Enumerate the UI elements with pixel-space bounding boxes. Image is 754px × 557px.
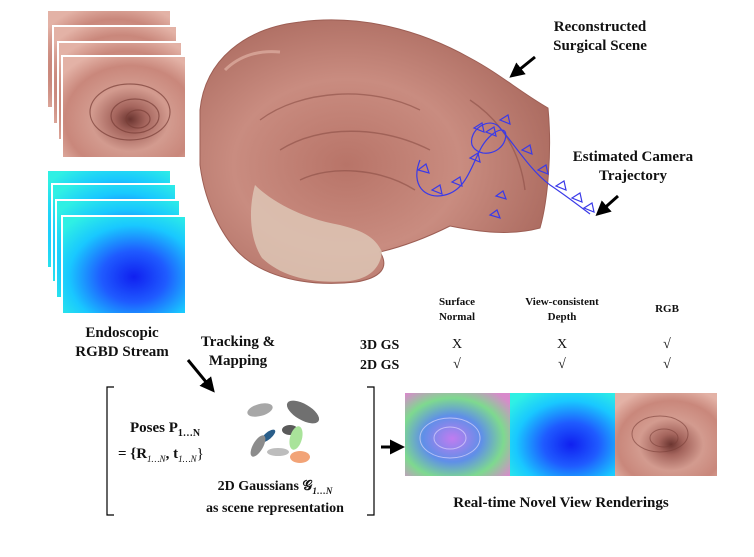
row-2dgs-rgb: √ xyxy=(663,357,671,372)
header-depth: View-consistent Depth xyxy=(507,295,617,325)
poses-eq-sub2: 1…N xyxy=(178,454,197,464)
row-3dgs-normal: X xyxy=(451,337,463,352)
trajectory-label-line1: Estimated Camera xyxy=(572,149,694,165)
header-surface-normal-line2: Normal xyxy=(438,311,476,323)
comparison-table: Surface Normal View-consistent Depth RGB… xyxy=(352,295,712,375)
scene-label-line2: Surgical Scene xyxy=(553,38,647,54)
gaussians-label: 2D Gaussians 𝒢1…N as scene representatio… xyxy=(180,478,370,518)
row-3dgs-label: 3D GS xyxy=(360,338,400,353)
poses-eq-open: = {R xyxy=(118,446,148,462)
tracking-arrow xyxy=(186,359,215,393)
scene-arrow xyxy=(509,55,536,78)
poses-eq-mid: , t xyxy=(165,446,179,462)
poses-title: Poses P xyxy=(130,420,178,436)
trajectory-arrow xyxy=(595,194,619,216)
trajectory-label-line2: Trajectory xyxy=(598,168,667,184)
header-rgb: RGB xyxy=(642,302,692,317)
camera-trajectory xyxy=(416,114,595,219)
poses-label: Poses P1…N = {R1…N, t1…N} xyxy=(118,418,240,470)
tracking-label: Tracking & Mapping xyxy=(188,333,288,371)
header-surface-normal: Surface Normal xyxy=(412,295,502,325)
rendering-tiles xyxy=(405,393,717,476)
row-2dgs-label: 2D GS xyxy=(360,358,400,373)
row-3dgs-depth: X xyxy=(556,337,568,352)
poses-eq-close: } xyxy=(196,446,204,462)
left-bracket xyxy=(106,386,114,516)
renderings-label: Real-time Novel View Renderings xyxy=(453,495,669,511)
stream-label: Endoscopic RGBD Stream xyxy=(52,324,192,362)
gaussians-title: 2D Gaussians 𝒢 xyxy=(217,479,313,494)
trajectory-label: Estimated Camera Trajectory xyxy=(552,148,714,186)
right-bracket xyxy=(367,386,375,516)
poses-eq-sub1: 1…N xyxy=(147,454,166,464)
tracking-label-line2: Mapping xyxy=(208,353,268,369)
reconstructed-scene xyxy=(199,19,551,284)
scene-label: Reconstructed Surgical Scene xyxy=(540,18,660,56)
gaussian-ellipses xyxy=(247,400,320,463)
row-2dgs-depth: √ xyxy=(558,357,566,372)
rgb-frame-stack xyxy=(46,9,187,159)
stream-label-line1: Endoscopic xyxy=(85,325,159,341)
gaussians-sub: 1…N xyxy=(312,485,333,496)
row-2dgs-normal: √ xyxy=(453,357,461,372)
depth-frame-stack xyxy=(46,169,187,315)
header-rgb-line1: RGB xyxy=(655,303,679,315)
stream-label-line2: RGBD Stream xyxy=(75,344,169,360)
header-surface-normal-line1: Surface xyxy=(438,296,476,308)
poses-title-sub: 1…N xyxy=(177,428,201,439)
gaussians-desc: as scene representation xyxy=(206,500,344,516)
tracking-label-line1: Tracking & xyxy=(200,334,276,350)
row-3dgs-rgb: √ xyxy=(663,337,671,352)
scene-label-line1: Reconstructed xyxy=(553,19,647,35)
header-depth-line2: Depth xyxy=(547,311,577,323)
header-depth-line1: View-consistent xyxy=(525,296,599,308)
